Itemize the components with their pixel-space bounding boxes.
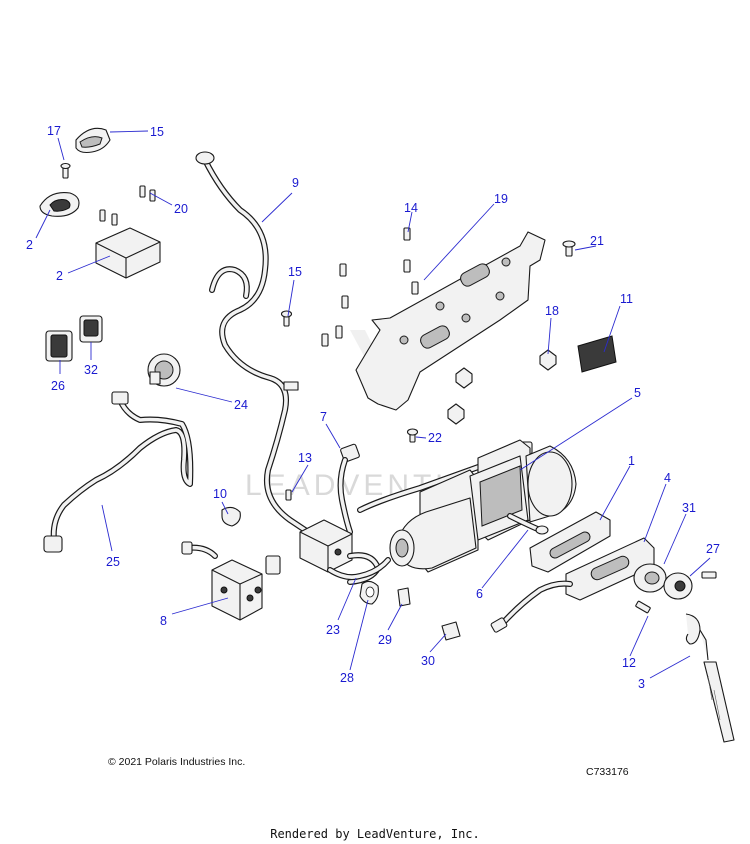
callout-30: 30 [421, 654, 435, 668]
callout-26: 26 [51, 379, 65, 393]
callout-18: 18 [545, 304, 559, 318]
part-15-bolt [280, 310, 293, 327]
callout-21: 21 [590, 234, 604, 248]
part-6-lead [507, 513, 549, 535]
callout-labels: 17 15 2 20 2 9 14 19 21 15 11 18 26 32 2… [26, 124, 720, 691]
part-12-pin [635, 600, 651, 614]
callout-32: 32 [84, 363, 98, 377]
part-3-hook [685, 613, 735, 743]
callout-13: 13 [298, 451, 312, 465]
leader-lines [35, 130, 711, 679]
callout-31: 31 [682, 501, 696, 515]
callout-14: 14 [404, 201, 418, 215]
callout-1: 1 [628, 454, 635, 468]
callout-11: 11 [620, 292, 633, 306]
part-27-stopper [663, 571, 717, 600]
callout-2-bezel: 2 [26, 238, 33, 252]
part-26-switch [45, 330, 73, 362]
part-20-screws [99, 185, 156, 226]
rendered-by-footer: Rendered by LeadVenture, Inc. [270, 827, 480, 841]
nuts-extra [447, 367, 473, 425]
part-11-label [577, 335, 617, 373]
callout-12: 12 [622, 656, 636, 670]
part-2-bezel [39, 191, 80, 217]
part-16-cover [75, 127, 111, 154]
part-31-stopper [633, 563, 667, 593]
callout-27: 27 [706, 542, 720, 556]
callout-16: 15 [150, 125, 164, 139]
callout-17: 17 [47, 124, 61, 138]
callout-6: 6 [476, 587, 483, 601]
callout-8: 8 [160, 614, 167, 628]
part-1-bracket [529, 511, 611, 573]
part-19-mounting-plate [355, 231, 546, 411]
callout-3: 3 [638, 677, 645, 691]
callout-29: 29 [378, 633, 392, 647]
part-29-clip [397, 587, 411, 607]
callout-25: 25 [106, 555, 120, 569]
part-21-bolt [562, 240, 576, 257]
part-13-screw [285, 489, 292, 501]
callout-7: 7 [320, 410, 327, 424]
part-22-bolt [406, 428, 419, 443]
part-25-harness [43, 391, 194, 553]
callout-4: 4 [664, 471, 671, 485]
callout-9: 9 [292, 176, 299, 190]
part-7-cable [337, 443, 360, 535]
part-23-wire [327, 557, 391, 581]
callout-15: 15 [288, 265, 302, 279]
part-5-winch [389, 439, 577, 573]
callout-5: 5 [634, 386, 641, 400]
part-8-contactor [181, 541, 281, 621]
callout-19: 19 [494, 192, 508, 206]
callout-24: 24 [234, 398, 248, 412]
callout-2-module: 2 [56, 269, 63, 283]
part-9-harness [195, 151, 323, 543]
part-17-screw [60, 162, 71, 179]
callout-10: 10 [213, 487, 227, 501]
part-28-clamp [359, 580, 379, 605]
callout-23: 23 [326, 623, 340, 637]
part-4-fairlead [490, 537, 655, 633]
callout-28: 28 [340, 671, 354, 685]
copyright-notice: © 2021 Polaris Industries Inc. [108, 756, 246, 768]
figure-id: C733176 [586, 766, 629, 778]
part-10-clip [221, 506, 241, 527]
part-2-module [95, 227, 161, 279]
part-14-bolts [321, 227, 419, 347]
part-32-switch [79, 315, 103, 343]
part-24-connector [147, 353, 181, 387]
callout-22: 22 [428, 431, 442, 445]
part-30-clip [441, 621, 461, 641]
callout-20: 20 [174, 202, 188, 216]
